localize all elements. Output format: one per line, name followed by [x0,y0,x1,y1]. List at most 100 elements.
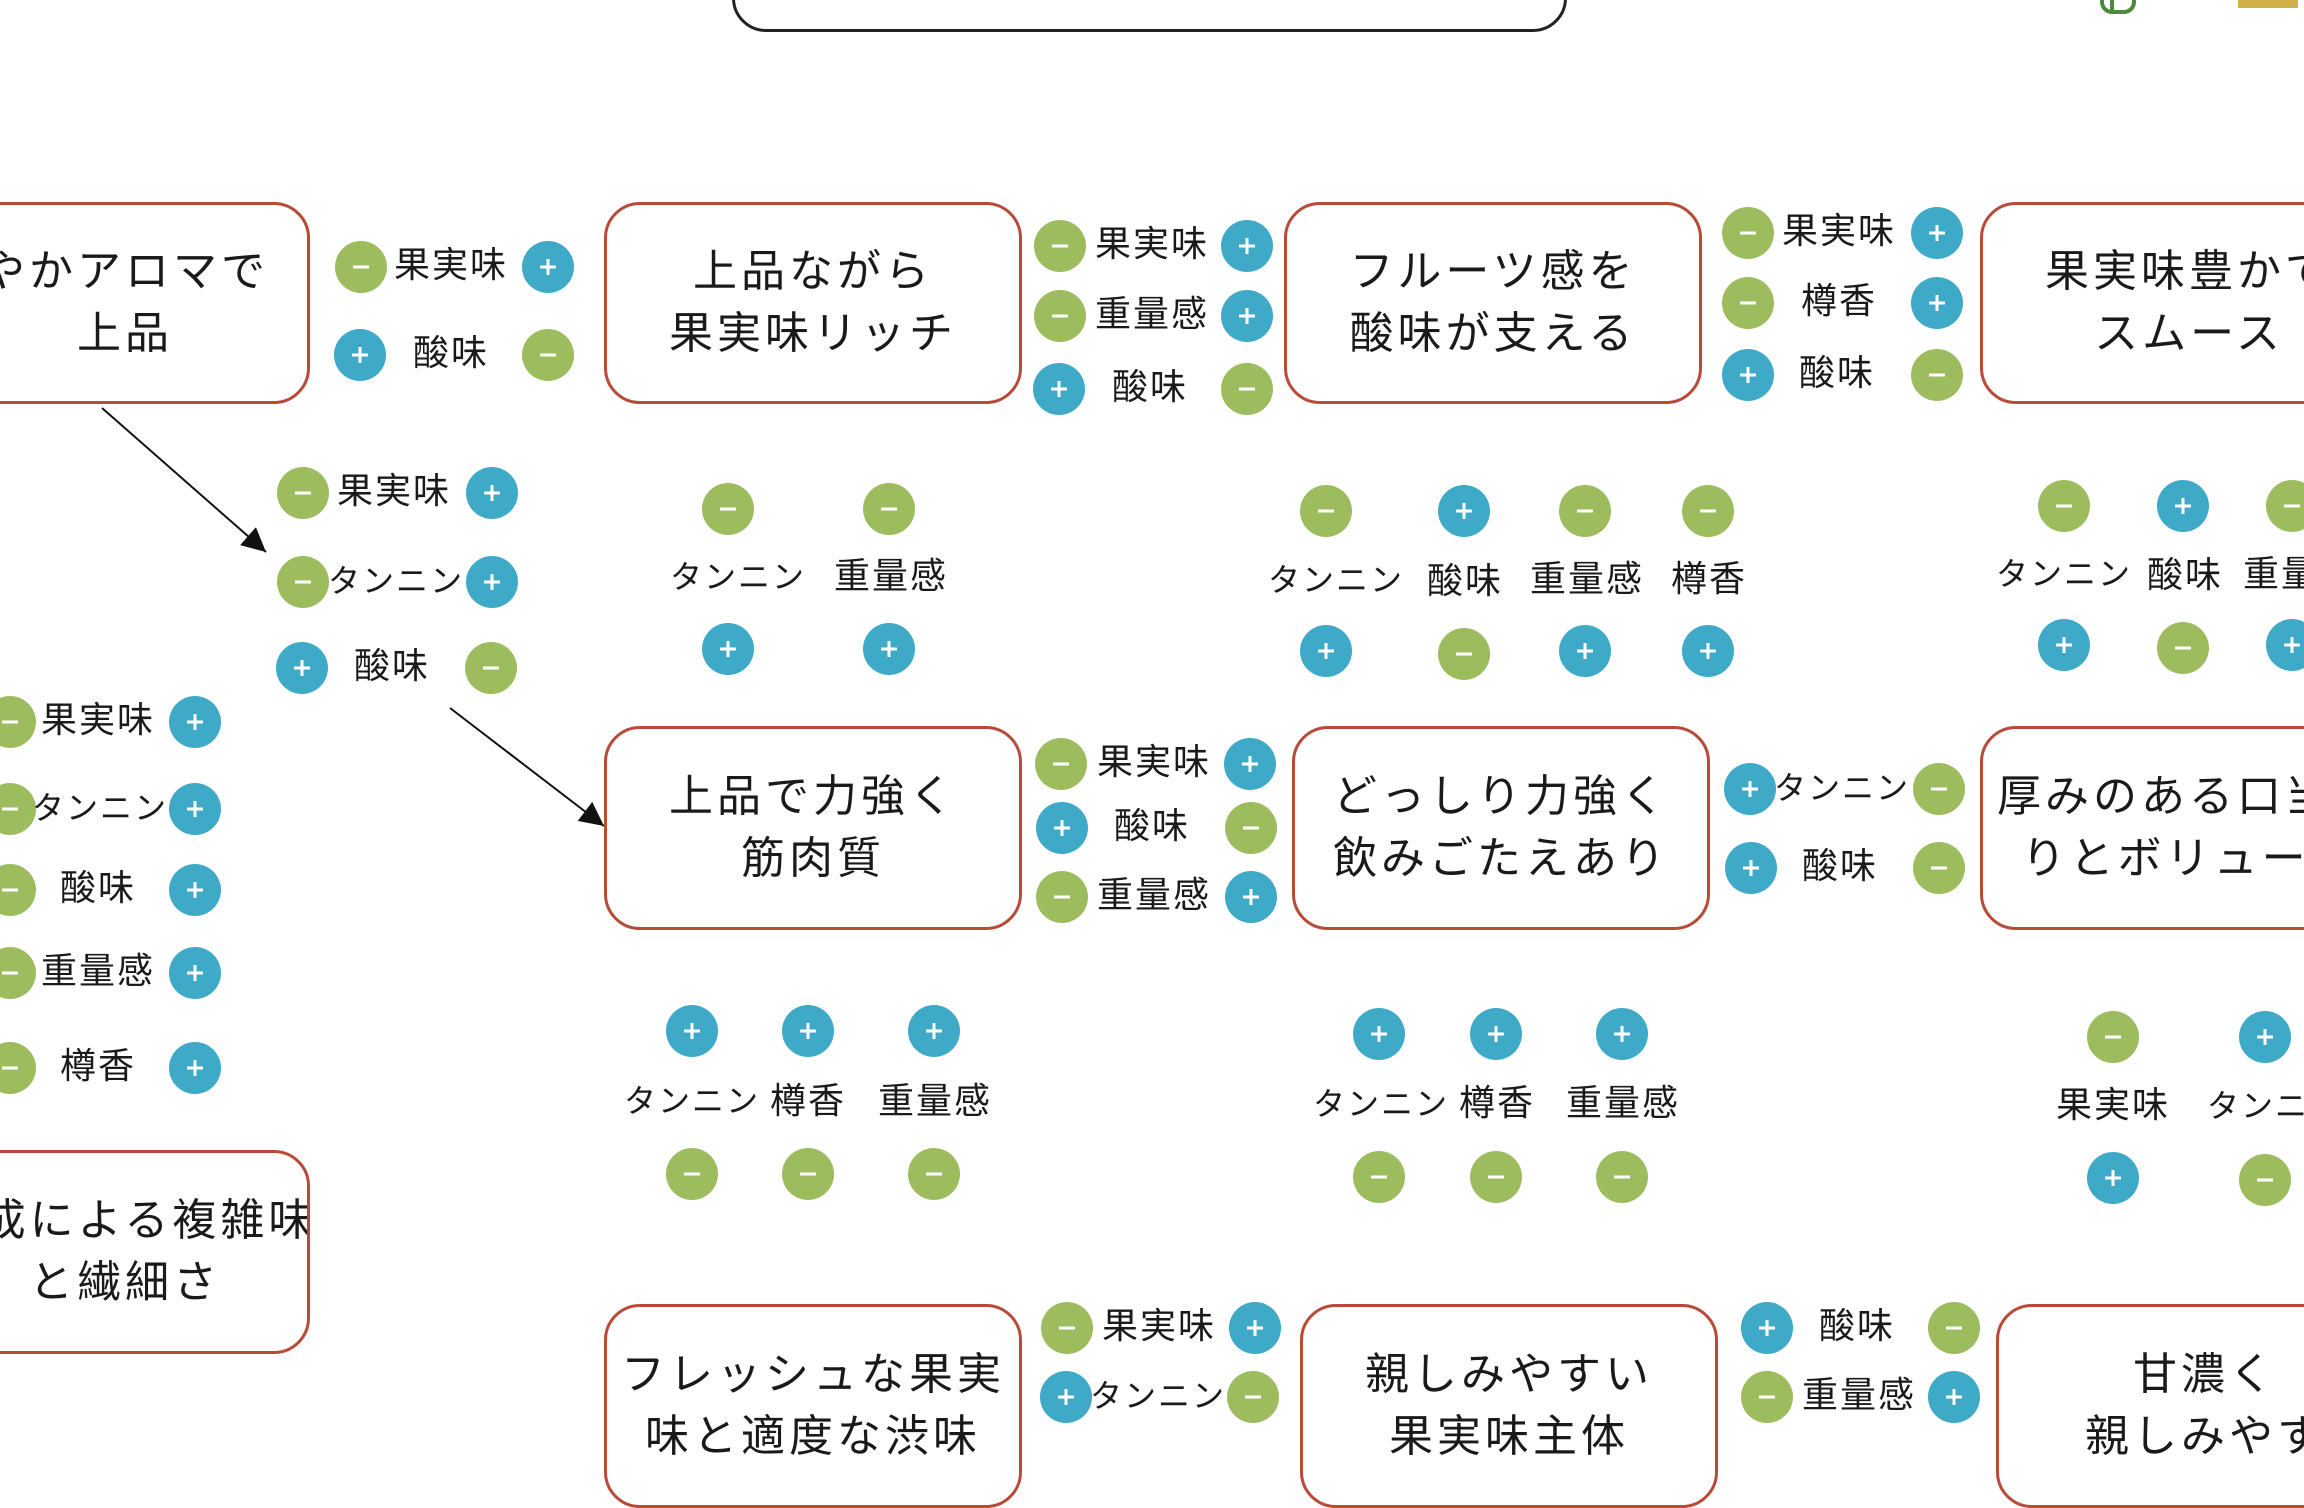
minus-circle-icon[interactable] [1035,738,1087,790]
minus-circle-icon[interactable] [1741,1371,1793,1423]
style-node-fruit-acid[interactable]: フルーツ感を 酸味が支える [1284,202,1702,404]
style-node-strong-muscular[interactable]: 上品で力強く 筋肉質 [604,726,1022,930]
minus-circle-icon[interactable] [277,467,329,519]
plus-circle-icon[interactable] [2266,619,2304,671]
plus-circle-icon[interactable] [1221,220,1273,272]
plus-circle-icon[interactable] [863,623,915,675]
plus-circle-icon[interactable] [466,556,518,608]
minus-circle-icon[interactable] [1913,763,1965,815]
plus-circle-icon[interactable] [2087,1152,2139,1204]
minus-circle-icon[interactable] [1221,363,1273,415]
minus-circle-icon[interactable] [1036,871,1088,923]
minus-circle-icon[interactable] [2239,1154,2291,1206]
attr-label: 重量感 [833,556,949,597]
plus-circle-icon[interactable] [2038,619,2090,671]
minus-circle-icon[interactable] [277,556,329,608]
minus-circle-icon[interactable] [522,329,574,381]
attr-label: タンニン [1773,769,1911,807]
style-node-complex[interactable]: 熟成による複雑味 と繊細さ [0,1150,310,1354]
plus-circle-icon[interactable] [1724,763,1776,815]
plus-circle-icon[interactable] [1725,842,1777,894]
plus-circle-icon[interactable] [1225,871,1277,923]
plus-circle-icon[interactable] [1741,1302,1793,1354]
plus-circle-icon[interactable] [702,623,754,675]
minus-circle-icon[interactable] [1722,207,1774,259]
minus-circle-icon[interactable] [1559,485,1611,537]
plus-circle-icon[interactable] [169,696,221,748]
plus-circle-icon[interactable] [276,642,328,694]
plus-circle-icon[interactable] [466,467,518,519]
minus-circle-icon[interactable] [1722,277,1774,329]
minus-circle-icon[interactable] [1353,1151,1405,1203]
plus-circle-icon[interactable] [782,1005,834,1057]
plus-circle-icon[interactable] [666,1005,718,1057]
plus-circle-icon[interactable] [1224,738,1276,790]
minus-circle-icon[interactable] [1034,290,1086,342]
minus-circle-icon[interactable] [2157,622,2209,674]
plus-circle-icon[interactable] [169,947,221,999]
minus-circle-icon[interactable] [1911,349,1963,401]
plus-circle-icon[interactable] [1033,363,1085,415]
style-node-aroma[interactable]: やかアロマで 上品 [0,202,310,404]
minus-circle-icon[interactable] [335,241,387,293]
plus-circle-icon[interactable] [1470,1008,1522,1060]
minus-circle-icon[interactable] [863,483,915,535]
plus-circle-icon[interactable] [1438,485,1490,537]
node-line-2: 味と適度な渋味 [645,1411,981,1462]
node-line-1: フルーツ感を [1349,246,1637,297]
minus-circle-icon[interactable] [1682,485,1734,537]
minus-circle-icon[interactable] [702,483,754,535]
plus-circle-icon[interactable] [1353,1008,1405,1060]
plus-circle-icon[interactable] [1682,625,1734,677]
minus-circle-icon[interactable] [1928,1302,1980,1354]
minus-circle-icon[interactable] [1227,1371,1279,1423]
node-line-2: 上品 [77,308,173,359]
minus-circle-icon[interactable] [1300,485,1352,537]
logo-mark [2110,0,2114,10]
minus-circle-icon[interactable] [1225,802,1277,854]
style-node-smooth[interactable]: 果実味豊かで スムース [1980,202,2304,404]
plus-circle-icon[interactable] [2239,1011,2291,1063]
minus-circle-icon[interactable] [1596,1151,1648,1203]
style-node-elegant-rich[interactable]: 上品ながら 果実味リッチ [604,202,1022,404]
plus-circle-icon[interactable] [1596,1008,1648,1060]
minus-circle-icon[interactable] [908,1148,960,1200]
plus-circle-icon[interactable] [1300,625,1352,677]
plus-circle-icon[interactable] [1036,802,1088,854]
style-node-thick[interactable]: 厚みのある口当た りとボリューム [1980,726,2304,930]
plus-circle-icon[interactable] [1040,1371,1092,1423]
style-node-friendly[interactable]: 親しみやすい 果実味主体 [1300,1304,1718,1508]
plus-circle-icon[interactable] [169,783,221,835]
plus-circle-icon[interactable] [169,864,221,916]
plus-circle-icon[interactable] [1911,207,1963,259]
node-line-1: 熟成による複雑味 [0,1195,310,1246]
plus-circle-icon[interactable] [908,1005,960,1057]
minus-circle-icon[interactable] [2266,480,2304,532]
minus-circle-icon[interactable] [782,1148,834,1200]
plus-circle-icon[interactable] [522,241,574,293]
plus-circle-icon[interactable] [169,1042,221,1094]
minus-circle-icon[interactable] [1470,1151,1522,1203]
minus-circle-icon[interactable] [1034,220,1086,272]
minus-circle-icon[interactable] [1438,628,1490,680]
style-node-full-bodied[interactable]: どっしり力強く 飲みごたえあり [1292,726,1710,930]
minus-circle-icon[interactable] [2038,480,2090,532]
plus-circle-icon[interactable] [1928,1371,1980,1423]
attr-label: 重量感 [2242,554,2304,595]
style-node-sweet[interactable]: 甘濃く 親しみやす [1996,1304,2304,1508]
plus-circle-icon[interactable] [1221,290,1273,342]
plus-circle-icon[interactable] [1229,1302,1281,1354]
minus-circle-icon[interactable] [1041,1302,1093,1354]
minus-circle-icon[interactable] [666,1148,718,1200]
style-node-fresh[interactable]: フレッシュな果実 味と適度な渋味 [604,1304,1022,1508]
plus-circle-icon[interactable] [334,329,386,381]
plus-circle-icon[interactable] [1559,625,1611,677]
plus-circle-icon[interactable] [1722,349,1774,401]
minus-circle-icon[interactable] [1913,842,1965,894]
plus-circle-icon[interactable] [2157,480,2209,532]
plus-circle-icon[interactable] [1911,277,1963,329]
minus-circle-icon[interactable] [465,642,517,694]
minus-circle-icon[interactable] [2087,1011,2139,1063]
node-line-2: 果実味主体 [1389,1411,1629,1462]
attr-label: 果実味 [1096,742,1212,783]
